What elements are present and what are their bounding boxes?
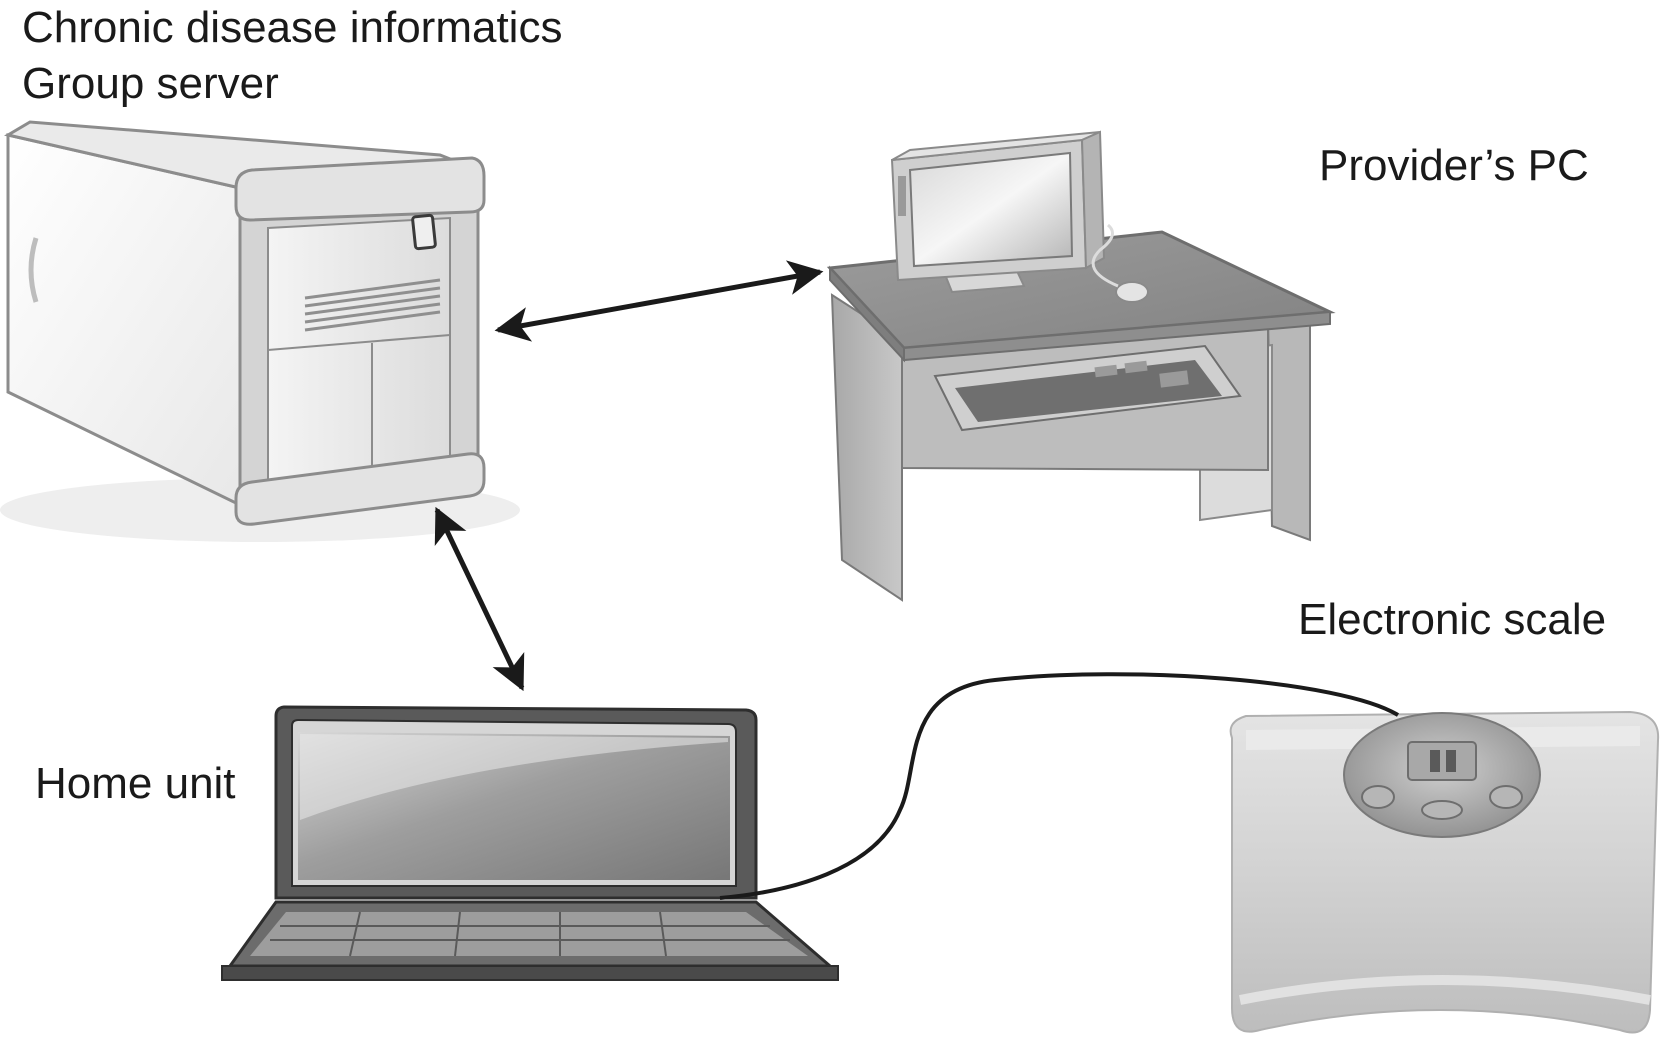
- laptop-icon: [221, 705, 839, 981]
- electronic-scale-label: Electronic scale: [1298, 595, 1607, 644]
- bathroom-scale-icon: [1229, 710, 1660, 1034]
- server-home-arrow: [434, 506, 525, 692]
- server-tower-icon: [0, 120, 520, 542]
- home-unit-label: Home unit: [35, 759, 236, 808]
- server-label: Chronic disease informatics Group server: [22, 0, 562, 113]
- provider-pc-label: Provider’s PC: [1319, 141, 1589, 190]
- server-label-line1: Chronic disease informatics: [22, 3, 563, 52]
- scale-cable-connector: [719, 672, 1400, 900]
- server-label-line2: Group server: [22, 59, 279, 109]
- desktop-computer-desk-icon: [826, 130, 1336, 602]
- server-provider-arrow: [494, 260, 824, 342]
